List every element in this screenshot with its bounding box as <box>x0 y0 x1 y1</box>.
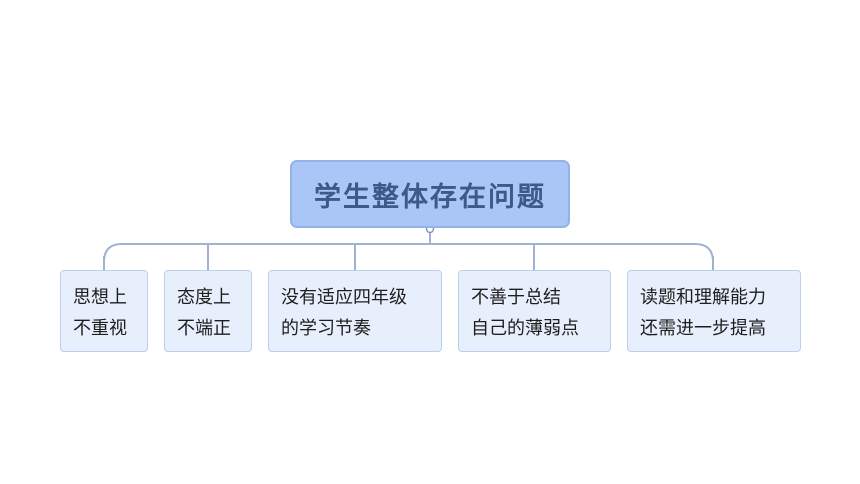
root-topic-node[interactable]: 学生整体存在问题 <box>290 160 570 228</box>
subtopic-1-line-2: 不重视 <box>73 318 127 339</box>
subtopic-3-line-2: 的学习节奏 <box>281 318 371 339</box>
subtopic-node-2[interactable]: 态度上 不端正 <box>164 270 252 352</box>
subtopic-4-line-1: 不善于总结 <box>471 287 561 308</box>
subtopic-node-1[interactable]: 思想上 不重视 <box>60 270 148 352</box>
subtopic-node-4[interactable]: 不善于总结 自己的薄弱点 <box>458 270 611 352</box>
branch-bus-line <box>103 243 714 263</box>
subtopic-5-line-1: 读题和理解能力 <box>640 287 766 308</box>
subtopic-3-line-1: 没有适应四年级 <box>281 287 407 308</box>
subtopic-4-line-2: 自己的薄弱点 <box>471 318 579 339</box>
subtopic-node-3[interactable]: 没有适应四年级 的学习节奏 <box>268 270 442 352</box>
subtopic-5-line-2: 还需进一步提高 <box>640 318 766 339</box>
subtopic-2-line-2: 不端正 <box>177 318 231 339</box>
subtopic-node-5[interactable]: 读题和理解能力 还需进一步提高 <box>627 270 801 352</box>
root-topic-title: 学生整体存在问题 <box>314 181 546 213</box>
subtopic-1-line-1: 思想上 <box>73 287 127 308</box>
subtopic-2-line-1: 态度上 <box>177 287 231 308</box>
